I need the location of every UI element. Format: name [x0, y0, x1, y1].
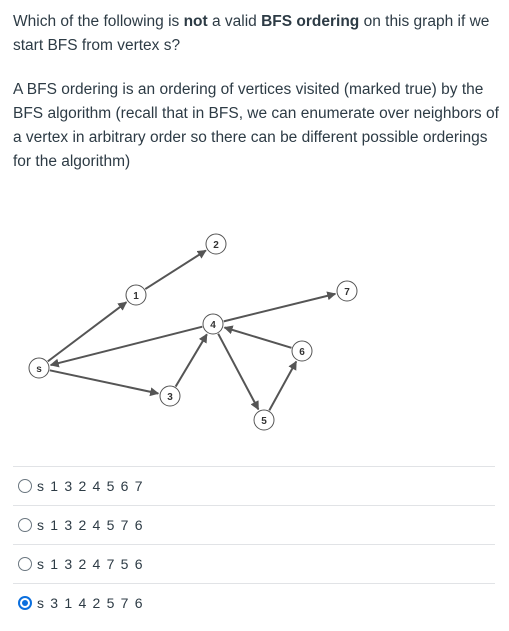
node-circle — [291, 340, 313, 362]
node-label: 4 — [210, 320, 216, 331]
graph-node-7: 7 — [336, 280, 358, 302]
answer-label: s 1 3 2 4 5 7 6 — [37, 517, 144, 533]
node-circle — [205, 233, 227, 255]
edge-5-to-6 — [268, 360, 298, 411]
edge-s-to-1 — [47, 301, 128, 363]
node-circle — [253, 409, 275, 431]
answer-option-4[interactable]: s 3 1 4 2 5 7 6 — [13, 583, 495, 622]
node-label: 2 — [213, 240, 219, 251]
edge-4-to-s — [49, 325, 203, 368]
node-label: 7 — [344, 287, 350, 298]
graph-node-1: 1 — [125, 284, 147, 306]
prompt-text: Which of the following is — [13, 13, 184, 30]
answer-label: s 1 3 2 4 5 6 7 — [37, 478, 144, 494]
node-label: s — [36, 364, 42, 375]
node-label: 3 — [167, 392, 173, 403]
graph-node-4: 4 — [202, 313, 224, 335]
answer-options: s 1 3 2 4 5 6 7 s 1 3 2 4 5 7 6 s 1 3 2 4 … — [13, 466, 495, 622]
node-circle — [159, 385, 181, 407]
radio-button[interactable] — [18, 518, 32, 532]
node-circle — [202, 313, 224, 335]
edge-4-to-7 — [223, 291, 337, 323]
edge-1-to-2 — [144, 249, 207, 290]
radio-button[interactable] — [18, 596, 32, 610]
graph-node-6: 6 — [291, 340, 313, 362]
prompt-emphasis-not: not — [183, 13, 208, 30]
answer-label: s 1 3 2 4 7 5 6 — [37, 556, 144, 572]
node-circle — [336, 280, 358, 302]
prompt-emphasis-bfs: BFS ordering — [261, 13, 360, 30]
answer-option-2[interactable]: s 1 3 2 4 5 7 6 — [13, 505, 495, 544]
node-circle — [125, 284, 147, 306]
graph-node-5: 5 — [253, 409, 275, 431]
graph-node-s: s — [28, 357, 50, 379]
question-explanation: A BFS ordering is an ordering of vertice… — [13, 81, 499, 170]
radio-button[interactable] — [18, 557, 32, 571]
bfs-graph-diagram: s 1 2 3 4 5 6 7 — [28, 233, 358, 431]
node-label: 6 — [299, 347, 305, 358]
answer-option-3[interactable]: s 1 3 2 4 7 5 6 — [13, 544, 495, 583]
node-circle — [28, 357, 50, 379]
graph-node-3: 3 — [159, 385, 181, 407]
node-label: 5 — [261, 416, 267, 427]
answer-option-1[interactable]: s 1 3 2 4 5 6 7 — [13, 466, 495, 505]
answer-label: s 3 1 4 2 5 7 6 — [37, 595, 144, 611]
node-label: 1 — [133, 291, 139, 302]
edge-6-to-4 — [223, 325, 292, 349]
question-text: Which of the following is not a valid BF… — [13, 10, 501, 174]
prompt-text: a valid — [207, 13, 262, 30]
edge-3-to-4 — [174, 333, 208, 388]
prompt-text: on this graph if we start BFS from verte… — [13, 13, 490, 54]
graph-node-2: 2 — [205, 233, 227, 255]
radio-button[interactable] — [18, 479, 32, 493]
edge-s-to-3 — [49, 369, 160, 397]
question-prompt: Which of the following is not a valid BF… — [13, 10, 501, 58]
edge-4-to-5 — [217, 333, 260, 411]
